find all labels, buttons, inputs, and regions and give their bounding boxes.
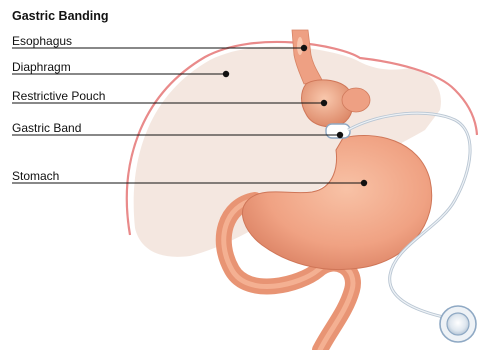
marker-esophagus (301, 45, 307, 51)
label-diaphragm: Diaphragm (12, 60, 71, 74)
access-port-inner (447, 313, 469, 335)
diagram-title: Gastric Banding (12, 9, 109, 23)
label-stomach: Stomach (12, 169, 59, 183)
label-gastric-band: Gastric Band (12, 121, 81, 135)
pouch-lobe (342, 88, 370, 112)
label-esophagus: Esophagus (12, 34, 72, 48)
marker-gastric-band (337, 132, 343, 138)
marker-diaphragm (223, 71, 229, 77)
marker-restrictive-pouch (321, 100, 327, 106)
label-restrictive-pouch: Restrictive Pouch (12, 89, 105, 103)
marker-stomach (361, 180, 367, 186)
